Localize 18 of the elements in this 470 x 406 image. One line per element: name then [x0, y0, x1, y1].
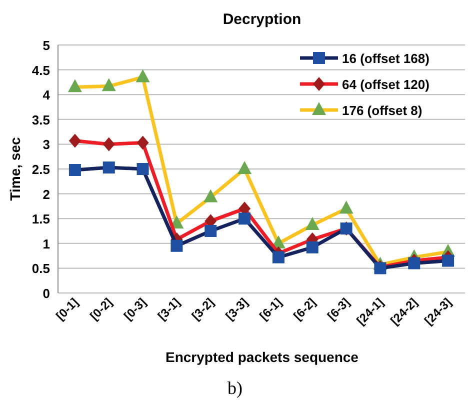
tick-label: 4 — [42, 88, 50, 103]
tick-label: 3.5 — [32, 112, 50, 128]
chart-title: Decryption — [222, 11, 302, 28]
tick-label: 2.5 — [32, 162, 50, 177]
legend-label: 176 (offset 8) — [342, 103, 422, 118]
tick-label: 3 — [42, 137, 50, 152]
legend-label: 64 (offset 120) — [342, 77, 430, 92]
tick-label: 4.5 — [32, 62, 50, 78]
caption: b) — [228, 378, 242, 399]
tick-label: 5 — [42, 38, 50, 53]
tick-label: 1 — [42, 236, 50, 252]
tick-label: 2 — [42, 186, 50, 202]
axis-title: Time, sec — [7, 137, 23, 201]
tick-label: 0.5 — [32, 261, 50, 276]
tick-label: 1.5 — [32, 212, 50, 227]
legend-label: 16 (offset 168) — [342, 51, 430, 66]
axis-title: Encrypted packets sequence — [166, 349, 358, 365]
tick-label: 0 — [42, 286, 50, 301]
